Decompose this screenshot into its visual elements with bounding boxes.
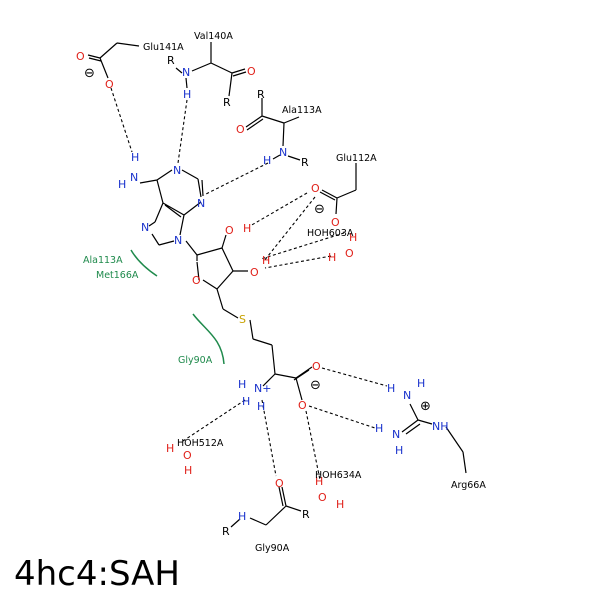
atom-n: N: [403, 389, 411, 402]
residue-label-glu112: Glu112A: [336, 153, 377, 164]
atom-h: H: [328, 251, 336, 264]
residue-label-val140: Val140A: [194, 31, 233, 42]
atom-o: O: [345, 247, 354, 260]
atom-h: H: [131, 151, 139, 164]
atom-h: H: [166, 442, 174, 455]
atom-nplus: N+: [254, 382, 271, 395]
residue-label-met166: Met166A: [96, 270, 139, 281]
atom-h: H: [375, 422, 383, 435]
residue-label-gly90-hydrophobic: Gly90A: [178, 355, 213, 366]
atom-h: H: [184, 464, 192, 477]
diagram-title: 4hc4:SAH: [14, 554, 180, 594]
atom-h: H: [243, 222, 251, 235]
atom-o: O: [247, 65, 256, 78]
atom-r: R: [257, 88, 265, 101]
atom-r: R: [302, 508, 310, 521]
atom-o: O: [192, 274, 201, 287]
atom-h: H: [336, 498, 344, 511]
residue-label-hoh634: HOH634A: [315, 470, 362, 481]
residue-labels: Glu141A Val140A Ala113A Glu112A HOH603A …: [83, 31, 486, 554]
atom-s: S: [239, 313, 246, 326]
atom-o: O: [105, 78, 114, 91]
atom-n: N: [197, 197, 205, 210]
atom-h: H: [242, 395, 250, 408]
residue-label-ala113-hydrophobic: Ala113A: [83, 255, 123, 266]
residue-label-gly90: Gly90A: [255, 543, 290, 554]
atom-o: O: [298, 399, 307, 412]
atom-h: H: [238, 378, 246, 391]
atom-h: H: [183, 88, 191, 101]
atom-labels: O O ⊖ R N H O R R O N H R O O ⊖ H N H N …: [76, 50, 449, 538]
atom-o: O: [225, 224, 234, 237]
residue-label-arg66: Arg66A: [451, 480, 486, 491]
atom-n: N: [279, 146, 287, 159]
atom-h: H: [315, 475, 323, 488]
residue-label-hoh512: HOH512A: [177, 438, 224, 449]
atom-h: H: [395, 444, 403, 457]
hydrophobic-contacts: [130, 249, 225, 365]
hydrophobic-arc-ala113-met166: [130, 249, 158, 277]
atom-h: H: [349, 231, 357, 244]
atom-o: O: [318, 491, 327, 504]
hydrophobic-arc-gly90: [192, 313, 225, 365]
atom-h: H: [417, 377, 425, 390]
atom-h: H: [238, 510, 246, 523]
atom-h: H: [118, 178, 126, 191]
atom-r: R: [301, 156, 309, 169]
residue-label-ala113: Ala113A: [282, 105, 322, 116]
atom-o: O: [275, 477, 284, 490]
atom-o: O: [250, 266, 259, 279]
atom-o: O: [183, 449, 192, 462]
atom-n: N: [141, 221, 149, 234]
atom-o: O: [331, 216, 340, 229]
atom-h: H: [387, 382, 395, 395]
residue-label-hoh603: HOH603A: [307, 228, 354, 239]
atom-o: O: [311, 182, 320, 195]
atom-n: N: [174, 234, 182, 247]
atom-h: H: [263, 154, 271, 167]
atom-n: N: [130, 171, 138, 184]
atom-o: O: [312, 360, 321, 373]
covalent-bonds: [87, 42, 467, 528]
residue-label-glu141: Glu141A: [143, 42, 184, 53]
negative-charge-icon: ⊖: [84, 66, 95, 81]
positive-charge-icon: ⊕: [420, 399, 431, 414]
atom-r: R: [167, 54, 175, 67]
atom-o: O: [236, 123, 245, 136]
atom-o: O: [76, 50, 85, 63]
atom-r: R: [222, 525, 230, 538]
negative-charge-icon: ⊖: [310, 378, 321, 393]
atom-nh: NH: [432, 420, 449, 433]
atom-h: H: [257, 400, 265, 413]
atom-n: N: [182, 66, 190, 79]
negative-charge-icon: ⊖: [314, 202, 325, 217]
hydrogen-bonds: [110, 87, 388, 481]
atom-h: H: [262, 254, 270, 267]
atom-n: N: [392, 428, 400, 441]
atom-r: R: [223, 96, 231, 109]
atom-n: N: [173, 164, 181, 177]
